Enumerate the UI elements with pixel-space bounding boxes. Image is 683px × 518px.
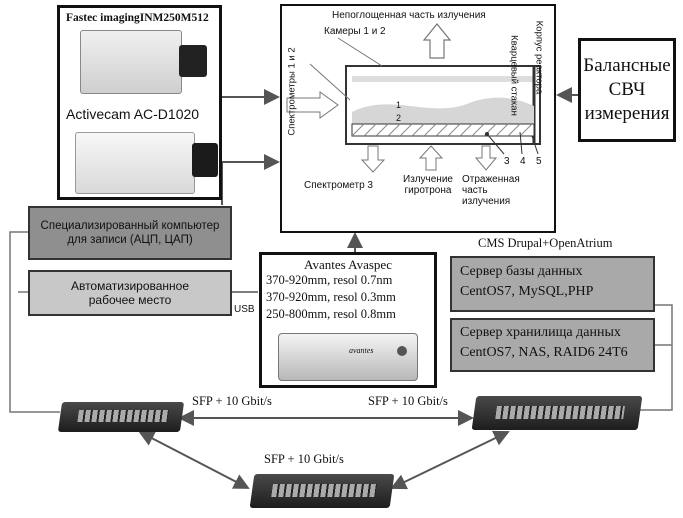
link-right-bottom — [392, 432, 508, 488]
workstation-label: Автоматизированное рабочее место — [50, 279, 210, 307]
gyrotron-label: Излучение гиротрона — [398, 174, 458, 196]
reactor-body-label: Корпус реактора — [534, 13, 545, 103]
cameras-panel: Fastec imagingINM250M512 Activecam AC-D1… — [57, 5, 222, 200]
avantes-line2: 370-920mm, resol 0.3mm — [266, 290, 396, 305]
usb-label: USB — [234, 304, 255, 315]
network-switch-bottom — [250, 474, 395, 508]
avantes-device-image: avantes — [278, 333, 418, 381]
link-bottom-label: SFP + 10 Gbit/s — [264, 452, 344, 467]
camera1-image — [80, 30, 182, 94]
workstation-box: Автоматизированное рабочее место — [28, 270, 232, 316]
label-3: 3 — [504, 156, 510, 167]
avantes-box: Avantes Avaspec 370-920mm, resol 0.7nm 3… — [259, 252, 437, 388]
db-server-line2: CentOS7, MySQL,PHP — [460, 282, 645, 302]
cameras-label: Камеры 1 и 2 — [324, 26, 386, 37]
network-switch-left — [58, 402, 184, 432]
spectrometer3-label: Спектрометр 3 — [304, 180, 373, 191]
storage-server-line2: CentOS7, NAS, RAID6 24T6 — [460, 343, 645, 363]
balance-measurements-box: Балансные СВЧ измерения — [578, 38, 676, 142]
label-2: 2 — [396, 113, 401, 123]
reflected-label: Отраженная часть излучения — [462, 174, 522, 207]
link-left-label: SFP + 10 Gbit/s — [192, 394, 272, 409]
avantes-line3: 250-800mm, resol 0.8mm — [266, 307, 396, 322]
link-left-bottom — [140, 432, 248, 488]
cms-label: CMS Drupal+OpenAtrium — [478, 236, 612, 251]
storage-server-box: Сервер хранилища данных CentOS7, NAS, RA… — [450, 318, 655, 372]
db-server-box: Сервер базы данных CentOS7, MySQL,PHP — [450, 256, 655, 312]
storage-server-line1: Сервер хранилища данных — [460, 323, 645, 343]
avantes-brand: avantes — [349, 346, 373, 355]
label-5: 5 — [536, 156, 542, 167]
camera2-title: Activecam AC-D1020 — [66, 106, 199, 122]
camera1-title: Fastec imagingINM250M512 — [66, 12, 209, 24]
balance-label: Балансные СВЧ измерения — [583, 54, 670, 126]
db-server-line1: Сервер базы данных — [460, 262, 645, 282]
network-switch-right — [472, 396, 643, 430]
quartz-label: Кварцевый стакан — [509, 34, 520, 118]
avantes-title: Avantes Avaspec — [262, 257, 434, 273]
label-4: 4 — [520, 156, 526, 167]
link-right-label: SFP + 10 Gbit/s — [368, 394, 448, 409]
unabsorbed-label: Непоглощенная часть излучения — [332, 10, 486, 21]
avantes-line1: 370-920mm, resol 0.7nm — [266, 273, 392, 288]
spectrometers-label: Спектрометры 1 и 2 — [287, 42, 298, 142]
recording-computer-label: Специализированный компьютер для записи … — [36, 219, 224, 247]
recording-computer-box: Специализированный компьютер для записи … — [28, 206, 232, 260]
label-1: 1 — [396, 100, 401, 110]
camera2-image — [75, 132, 195, 194]
pc-to-reactor-arrow — [222, 162, 278, 205]
reactor-diagram: Непоглощенная часть излучения Камеры 1 и… — [280, 4, 556, 233]
